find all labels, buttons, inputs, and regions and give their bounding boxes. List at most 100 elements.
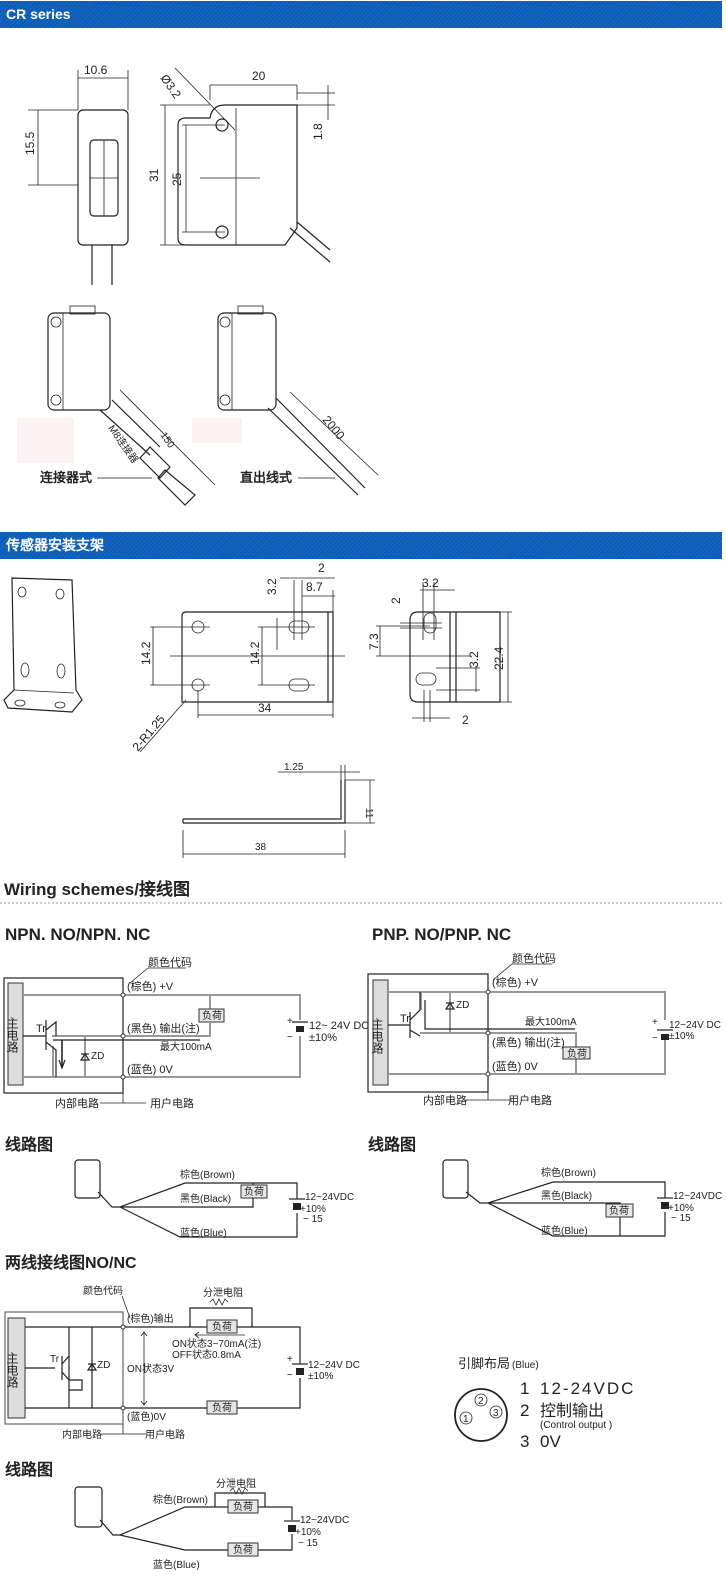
brown-wire-label: (棕色) +V (127, 979, 174, 993)
npn-line-diagram: 线路图 负荷 棕色(Brown) 黑色(Black) 蓝色(Blue) 12~2… (5, 1135, 354, 1239)
color-code-label: 颜色代码 (148, 955, 192, 969)
brown-wire-label: 棕色(Brown) (180, 1168, 235, 1181)
wiring-title: Wiring schemes/接线图 (4, 879, 190, 899)
color-code-label: 颜色代码 (83, 1284, 123, 1297)
black-wire-label: 黑色(Black) (541, 1189, 592, 1202)
svg-text:+: + (287, 1354, 293, 1365)
dim-38: 38 (255, 842, 267, 853)
tolerance-plus: +10% (300, 1204, 326, 1215)
internal-circuit-label: 内部电路 (423, 1093, 467, 1107)
tolerance-minus: − 15 (303, 1214, 323, 1225)
on-current-label: ON状态3~70mA(注) (172, 1337, 261, 1350)
dim-8-7: 8.7 (306, 580, 323, 594)
off-current-label: OFF状态0.8mA (172, 1348, 241, 1361)
npn-circuit: 主电路 负荷 + − 颜色代码 (棕色) +V (黑色) 输出(注) 最大100m… (3, 955, 369, 1110)
tolerance-plus: +10% (668, 1203, 694, 1214)
transistor-label: Tr (50, 1354, 60, 1365)
black-wire-label: 黑色(Black) (180, 1192, 231, 1205)
sensor-cable-type: 2000 直出线式 (192, 305, 379, 496)
svg-text:+: + (287, 1016, 293, 1027)
black-wire-label: (黑色) 输出(注) (492, 1035, 565, 1049)
black-wire-label: (黑色) 输出(注) (127, 1021, 200, 1035)
dim-2: 2 (318, 561, 325, 575)
load-label: 负荷 (244, 1185, 264, 1198)
dim-hole: Ø3.2 (158, 72, 185, 102)
dim-width: 10.6 (84, 63, 108, 77)
tolerance-minus: − 15 (671, 1213, 691, 1224)
tolerance-plus: +10% (295, 1527, 321, 1538)
max-current-label: 最大100mA (525, 1015, 577, 1028)
load-box (198, 1008, 225, 1023)
load-label: 负荷 (202, 1009, 222, 1022)
svg-text:−: − (287, 1032, 293, 1043)
tolerance-label: ±10% (309, 1032, 337, 1044)
section-header-cr-series: CR series (0, 1, 722, 28)
dim-34: 34 (258, 701, 272, 715)
load-box (562, 1046, 591, 1060)
main-circuit-label: 主电路 (5, 1352, 19, 1389)
blue-wire-label: (蓝色)0V (127, 1410, 166, 1423)
connector-type-label: 连接器式 (40, 470, 92, 485)
user-circuit-label: 用户电路 (145, 1428, 185, 1441)
dim-offset: 1.8 (311, 123, 325, 140)
supply-label: 12~24VDC (300, 1515, 349, 1526)
supply-label: 12~24VDC (305, 1192, 354, 1203)
svg-text:+: + (652, 1017, 658, 1028)
dim-radius: 2-R1.25 (130, 712, 168, 754)
dim-1-25: 1.25 (284, 762, 304, 773)
dim-11: 11 (363, 808, 374, 819)
dim-2: 2 (389, 597, 403, 604)
transistor-label: Tr (400, 1013, 410, 1025)
brown-wire-label: 棕色(Brown) (541, 1166, 596, 1179)
pin-number: 2 (520, 1401, 529, 1420)
svg-text:−: − (652, 1033, 658, 1044)
bracket-front-view: 2 8.7 3.2 14.2 14.2 34 2-R1.25 (130, 561, 345, 754)
internal-circuit-label: 内部电路 (62, 1428, 102, 1441)
pin-number: 3 (520, 1432, 529, 1451)
shunt-resistor-label: 分泄电阻 (203, 1286, 243, 1299)
two-wire-line-diagram: 线路图 负荷 负荷 分泄电阻 棕色(Brown) 蓝色(Blue) 12~24V… (5, 1460, 349, 1571)
dim-depth: 20 (252, 69, 266, 83)
tolerance-minus: − 15 (298, 1538, 318, 1549)
load-label: 负荷 (233, 1543, 253, 1556)
load-label: 负荷 (233, 1500, 253, 1513)
zener-label: ZD (97, 1360, 110, 1371)
blue-wire-label: (蓝色) 0V (492, 1059, 538, 1073)
line-diagram-title: 线路图 (368, 1135, 416, 1154)
supply-label: 12~24V DC (308, 1360, 360, 1371)
sensor-front-view: 10.6 15.5 (23, 63, 129, 285)
dim-window: 15.5 (23, 131, 37, 155)
bracket-3d-view (3, 577, 83, 713)
sensor-connector-type: M8连接器 150 连接器式 (17, 305, 216, 506)
pin-label: 控制输出 (540, 1402, 604, 1420)
dim-3-2: 3.2 (265, 578, 279, 595)
transistor-label: Tr (36, 1023, 46, 1035)
internal-circuit-label: 内部电路 (55, 1096, 99, 1110)
pin-label: 0V (540, 1432, 561, 1451)
blue-wire-label: 蓝色(Blue) (153, 1558, 200, 1571)
supply-label: 12~24VDC (673, 1191, 722, 1202)
svg-text:2: 2 (478, 1396, 484, 1407)
user-circuit-label: 用户电路 (508, 1093, 552, 1107)
dim-3-2: 3.2 (422, 576, 439, 590)
two-wire-title: 两线接线图NO/NC (5, 1253, 137, 1272)
tolerance-label: ±10% (308, 1371, 334, 1382)
brown-wire-label: (棕色) +V (492, 975, 539, 989)
blue-wire-label: (蓝色) 0V (127, 1062, 173, 1076)
pin-note: (Control output ) (540, 1420, 612, 1431)
load-label: 负荷 (567, 1047, 587, 1060)
dim-14-2: 14.2 (139, 641, 153, 665)
line-diagram-title: 线路图 (5, 1460, 53, 1479)
dim-2: 2 (462, 713, 469, 727)
sensor-side-view: 20 Ø3.2 31 25 1.8 (147, 67, 335, 263)
dim-14-2: 14.2 (248, 641, 262, 665)
line-diagram-title: 线路图 (5, 1135, 53, 1154)
bracket-profile-view: 1.25 11 38 (182, 762, 375, 858)
zener-label: ZD (91, 1051, 104, 1062)
color-code-label: 颜色代码 (512, 951, 556, 965)
connector-label: M8连接器 (106, 422, 142, 465)
main-circuit-label: 主电路 (5, 1017, 19, 1054)
svg-text:3: 3 (493, 1408, 499, 1419)
max-current-label: 最大100mA (160, 1040, 212, 1053)
svg-text:1: 1 (463, 1414, 469, 1425)
